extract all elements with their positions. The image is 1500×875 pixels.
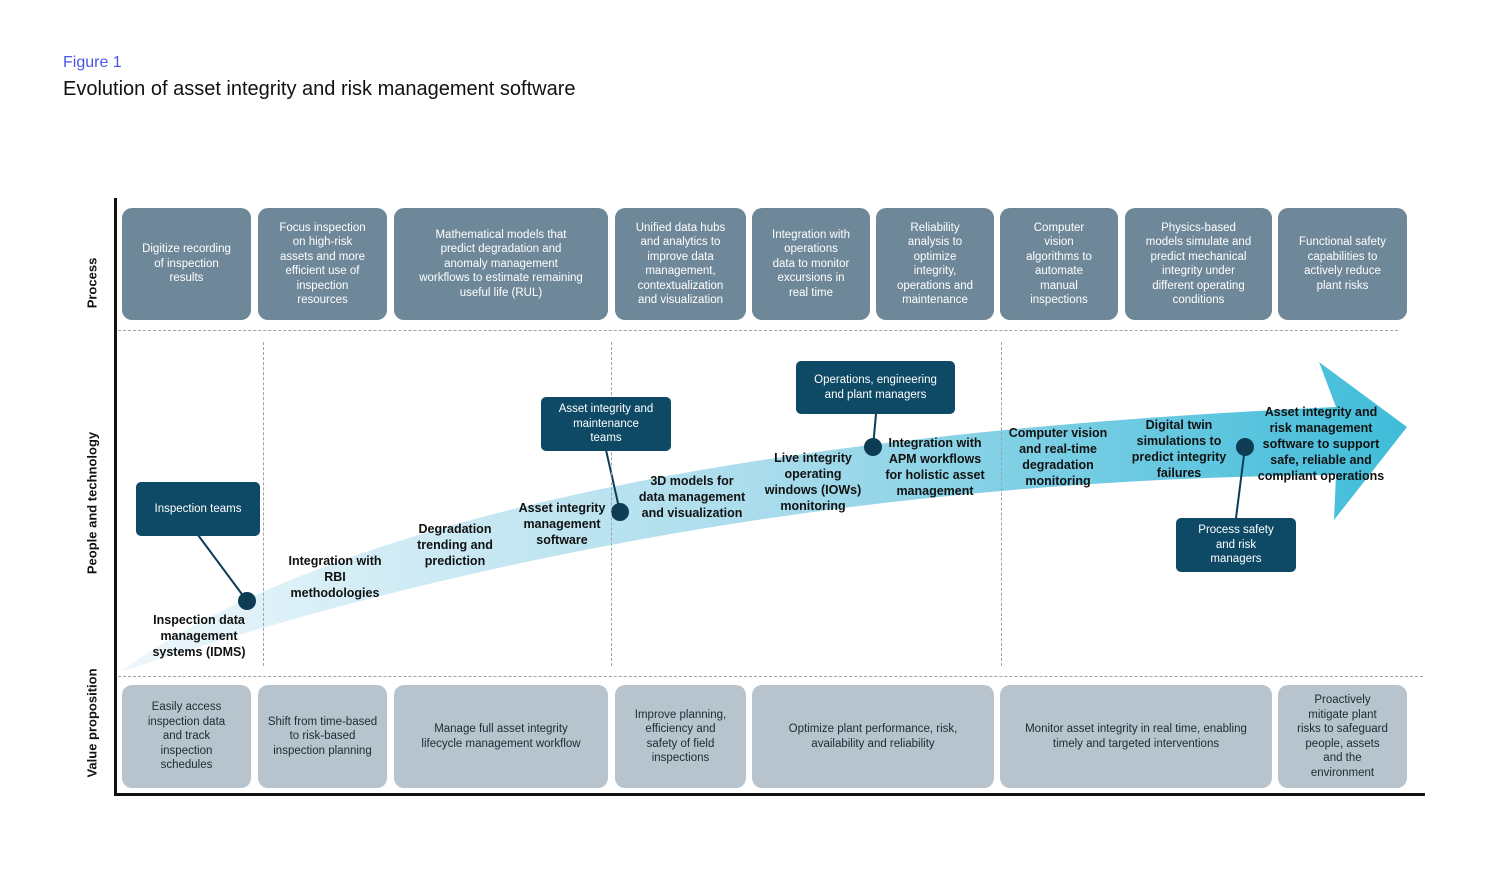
- vertical-axis: [114, 198, 117, 796]
- row-label-value-proposition: Value proposition: [84, 668, 100, 778]
- process-box: Physics-based models simulate and predic…: [1125, 208, 1272, 320]
- figure-label: Figure 1: [63, 54, 122, 71]
- value-box: Improve planning, efficiency and safety …: [615, 685, 746, 788]
- role-process-safety-managers: Process safety and risk managers: [1176, 518, 1296, 572]
- process-box: Functional safety capabilities to active…: [1278, 208, 1407, 320]
- process-box: Focus inspection on high-risk assets and…: [258, 208, 387, 320]
- milestone-iow: Live integrity operating windows (IOWs) …: [764, 451, 862, 513]
- connector-process-safety: [1235, 446, 1246, 519]
- divider-value: [118, 676, 1423, 677]
- value-box: Monitor asset integrity in real time, en…: [1000, 685, 1272, 788]
- process-box: Integration with operations data to moni…: [752, 208, 870, 320]
- milestone-risk-software: Asset integrity and risk management soft…: [1257, 405, 1385, 483]
- divider-process: [118, 330, 1398, 331]
- marker-dot: [1236, 438, 1254, 456]
- column-divider: [611, 342, 612, 666]
- process-box: Computer vision algorithms to automate m…: [1000, 208, 1118, 320]
- column-divider: [263, 342, 264, 666]
- row-label-people-technology: People and technology: [84, 431, 100, 575]
- marker-dot: [864, 438, 882, 456]
- milestone-3d-models: 3D models for data management and visual…: [638, 474, 746, 520]
- role-operations-managers: Operations, engineering and plant manage…: [796, 361, 955, 414]
- marker-dot: [238, 592, 256, 610]
- marker-dot: [611, 503, 629, 521]
- process-box: Unified data hubs and analytics to impro…: [615, 208, 746, 320]
- column-divider: [1001, 342, 1002, 666]
- milestone-apm: Integration with APM workflows for holis…: [885, 436, 985, 498]
- value-box: Shift from time-based to risk-based insp…: [258, 685, 387, 788]
- milestone-idms: Inspection data management systems (IDMS…: [152, 613, 246, 659]
- connector-asset-integrity-teams: [605, 449, 621, 513]
- role-asset-integrity-teams: Asset integrity and maintenance teams: [541, 397, 671, 451]
- row-label-process: Process: [84, 257, 100, 309]
- process-box: Digitize recording of inspection results: [122, 208, 251, 320]
- horizontal-axis: [114, 793, 1425, 796]
- connector-inspection-teams: [197, 534, 248, 602]
- value-box: Manage full asset integrity lifecycle ma…: [394, 685, 608, 788]
- process-box: Mathematical models that predict degrada…: [394, 208, 608, 320]
- milestone-degradation: Degradation trending and prediction: [417, 522, 493, 568]
- value-box: Easily access inspection data and track …: [122, 685, 251, 788]
- process-box: Reliability analysis to optimize integri…: [876, 208, 994, 320]
- milestone-aim-software: Asset integrity management software: [518, 501, 606, 547]
- role-inspection-teams: Inspection teams: [136, 482, 260, 536]
- figure-title: Evolution of asset integrity and risk ma…: [63, 78, 576, 100]
- milestone-computer-vision: Computer vision and real-time degradatio…: [1008, 426, 1108, 488]
- milestone-rbi: Integration with RBI methodologies: [288, 554, 382, 600]
- evolution-arrow-body: [120, 362, 1407, 672]
- milestone-digital-twin: Digital twin simulations to predict inte…: [1131, 418, 1227, 480]
- value-box: Optimize plant performance, risk, availa…: [752, 685, 994, 788]
- value-box: Proactively mitigate plant risks to safe…: [1278, 685, 1407, 788]
